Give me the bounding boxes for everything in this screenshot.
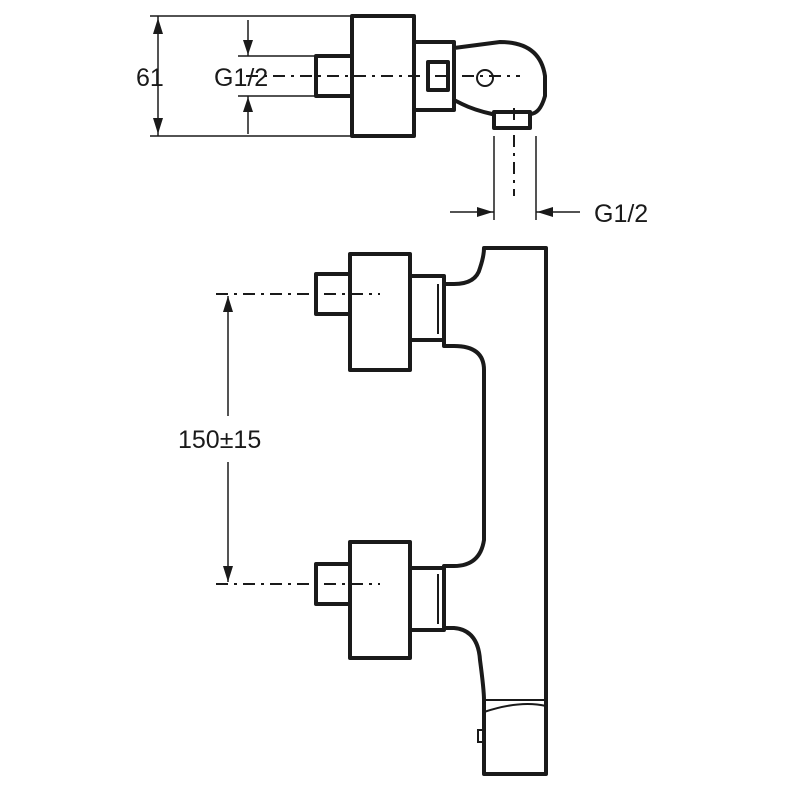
mixer-body [442, 246, 548, 776]
top-elbow-disc [476, 69, 494, 87]
top-view [150, 14, 580, 220]
label-outlet-thread: G1/2 [594, 200, 648, 228]
label-spacing: 150±15 [178, 426, 261, 454]
lower-knob [348, 540, 412, 660]
upper-knob [348, 252, 412, 372]
top-elbow [452, 40, 547, 116]
label-height-61: 61 [136, 64, 164, 92]
control-cap [484, 699, 547, 775]
control-cap-curve [483, 703, 547, 713]
label-top-thread: G1/2 [214, 64, 268, 92]
top-outlet-nut [492, 110, 532, 130]
front-view [216, 246, 548, 776]
control-button [477, 729, 485, 743]
